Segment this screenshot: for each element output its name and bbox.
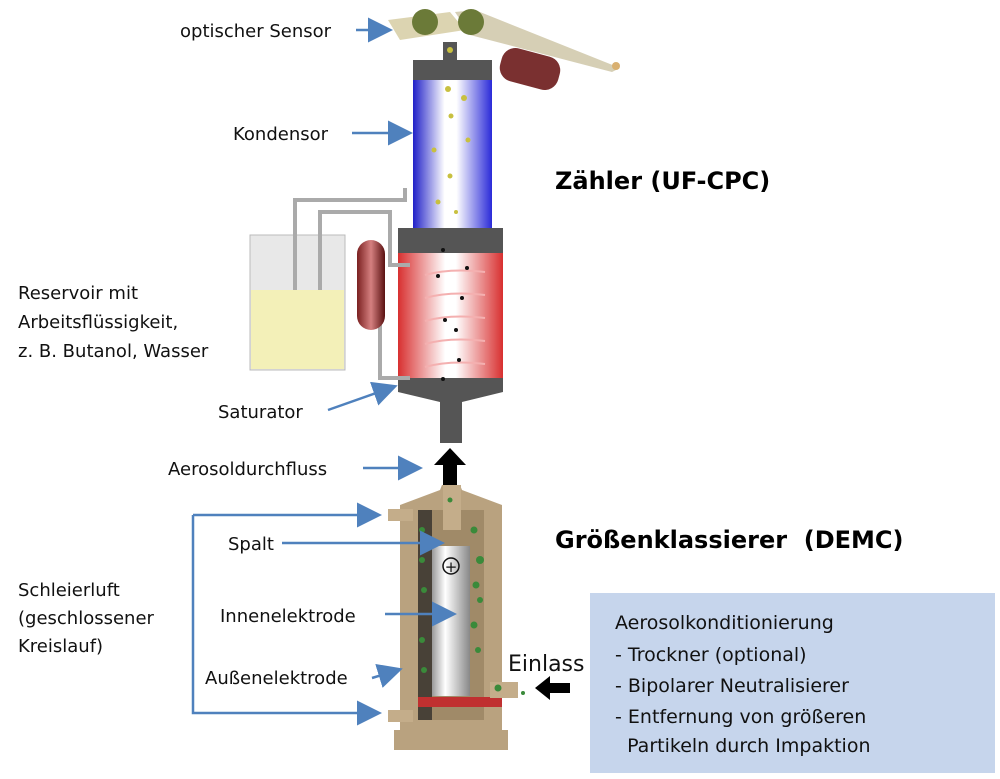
saturator-graphic [398, 228, 503, 443]
reservoir-label-line: z. B. Butanol, Wasser [18, 341, 209, 362]
classifier-title: Größenklassierer (DEMC) [555, 526, 904, 554]
optical-sensor-graphic [388, 9, 620, 91]
optical-sensor-label: optischer Sensor [180, 21, 332, 42]
condenser-label: Kondensor [233, 124, 329, 145]
demc-graphic: + [388, 485, 525, 750]
condenser-graphic [413, 47, 492, 232]
sheath-air-label-line: Schleierluft [18, 580, 120, 601]
counter-title: Zähler (UF-CPC) [555, 167, 770, 195]
reservoir-graphic [249, 188, 410, 380]
plus-icon [442, 557, 460, 575]
inlet-label: Einlass [508, 652, 584, 677]
aerosol-flow-label: Aerosoldurchfluss [168, 459, 327, 480]
reservoir-label-line: Arbeitsflüssigkeit, [18, 312, 178, 333]
saturator-label: Saturator [218, 402, 303, 423]
reservoir-label-line: Reservoir mit [18, 283, 138, 304]
conditioning-item: - Trockner (optional) [615, 644, 807, 666]
conditioning-title: Aerosolkonditionierung [615, 612, 834, 634]
sheath-air-label-line: Kreislauf) [18, 636, 103, 657]
gap-label: Spalt [228, 534, 274, 555]
sheath-air-label-line: (geschlossener [18, 608, 155, 629]
outer-electrode-label: Außenelektrode [205, 668, 348, 689]
conditioning-item: - Entfernung von größeren [615, 706, 866, 728]
inner-electrode-label: Innenelektrode [220, 606, 356, 627]
label-arrows [191, 17, 457, 726]
flow-up-arrow [434, 448, 466, 485]
conditioning-item: - Bipolarer Neutralisierer [615, 675, 849, 697]
svg-text:+: + [445, 558, 458, 576]
conditioning-box: Aerosolkonditionierung - Trockner (optio… [590, 593, 995, 773]
conditioning-item: Partikeln durch Impaktion [615, 735, 870, 757]
inlet-arrow [535, 676, 570, 700]
